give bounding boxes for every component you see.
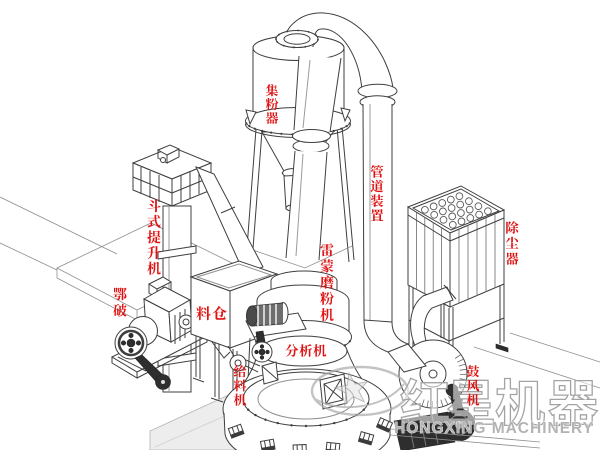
star-icon bbox=[333, 371, 369, 407]
jaw-crusher-drawing bbox=[110, 276, 209, 390]
watermark-brand-en: HONGXING MACHINERY bbox=[394, 420, 594, 437]
elevator-chute-drawing bbox=[195, 166, 264, 274]
label-powder-collector bbox=[265, 84, 279, 124]
watermark-cn-char bbox=[446, 379, 494, 425]
label-feeder bbox=[233, 365, 247, 406]
watermark-cn-char bbox=[495, 377, 546, 427]
label-analyzer bbox=[285, 344, 327, 357]
diagram-labels bbox=[113, 84, 519, 406]
label-blower bbox=[466, 365, 480, 406]
watermark-cn-char bbox=[547, 379, 599, 427]
blower-drawing bbox=[367, 284, 541, 450]
watermark-brand-cn bbox=[399, 377, 599, 427]
label-jaw-crusher bbox=[113, 287, 127, 317]
watermark: HONGXING MACHINERY bbox=[310, 365, 599, 437]
dust-collector-drawing bbox=[404, 185, 509, 375]
label-hopper bbox=[196, 306, 227, 321]
label-raymond-mill bbox=[320, 243, 334, 322]
mill-duct-drawing bbox=[285, 55, 342, 261]
watermark-cn-char bbox=[399, 377, 449, 425]
label-pipe-device bbox=[370, 165, 384, 221]
label-bucket-elevator bbox=[147, 199, 161, 275]
raymond-mill-drawing bbox=[222, 270, 394, 450]
label-dust-remover bbox=[505, 221, 519, 265]
